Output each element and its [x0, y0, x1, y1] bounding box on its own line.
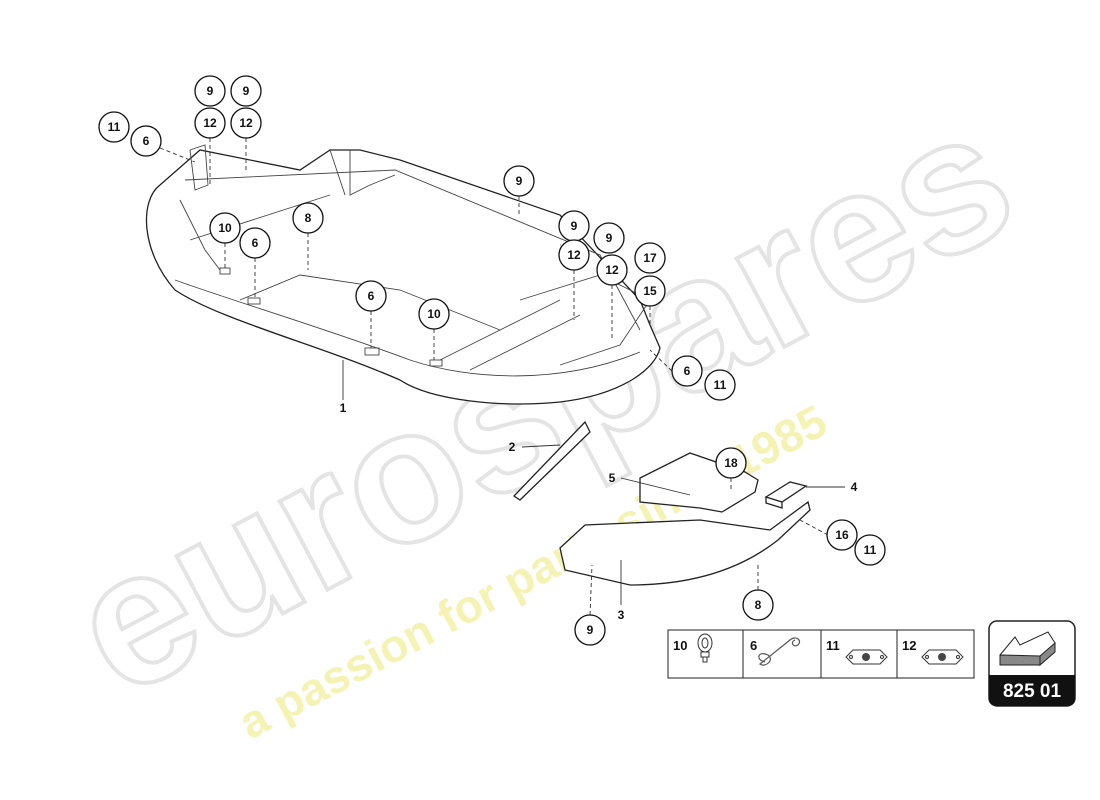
- part-label-5: 5: [609, 471, 616, 485]
- callout-16: 16: [826, 519, 858, 551]
- callout-number: 12: [239, 116, 253, 130]
- callout-8: 8: [292, 202, 324, 234]
- legend-item-10: 10: [673, 633, 713, 663]
- callout-number: 9: [207, 84, 214, 98]
- callout-17: 17: [634, 242, 666, 274]
- callout-number: 11: [714, 378, 727, 392]
- callout-number: 12: [203, 116, 217, 130]
- part-4-block: [764, 481, 808, 509]
- callout-number: 6: [143, 134, 150, 148]
- direction-arrow-icon: [999, 631, 1056, 667]
- callout-number: 12: [567, 248, 581, 262]
- callout-number: 6: [252, 236, 259, 250]
- svg-text:10: 10: [673, 638, 687, 653]
- callout-12: 12: [596, 254, 628, 286]
- callout-number: 6: [684, 364, 691, 378]
- callout-number: 16: [835, 528, 849, 542]
- callout-9: 9: [194, 75, 226, 107]
- callout-12: 12: [194, 107, 226, 139]
- callout-6: 6: [239, 227, 271, 259]
- callout-number: 9: [243, 84, 250, 98]
- callout-11: 11: [854, 534, 886, 566]
- legend-item-12: 12: [902, 638, 964, 665]
- part-label-4: 4: [851, 480, 858, 494]
- svg-text:12: 12: [902, 638, 916, 653]
- callout-number: 9: [606, 231, 613, 245]
- part-label-1: 1: [340, 401, 347, 415]
- callout-15: 15: [634, 275, 666, 307]
- underbody-panel: [145, 144, 661, 405]
- svg-text:6: 6: [750, 638, 757, 653]
- callout-number: 10: [218, 221, 232, 235]
- callout-number: 18: [724, 456, 738, 470]
- svg-text:11: 11: [826, 638, 840, 653]
- callout-number: 10: [427, 307, 441, 321]
- callout-11: 11: [704, 369, 736, 401]
- callout-8: 8: [742, 589, 774, 621]
- group-code: 825 01: [1003, 681, 1062, 702]
- part-label-3: 3: [618, 608, 625, 622]
- eye-bolt-icon: [697, 633, 713, 663]
- callout-number: 17: [643, 251, 657, 265]
- callout-9: 9: [593, 222, 625, 254]
- callout-number: 9: [571, 219, 578, 233]
- callout-number: 6: [368, 289, 375, 303]
- callout-number: 8: [755, 598, 762, 612]
- callout-6: 6: [355, 280, 387, 312]
- callout-6: 6: [130, 125, 162, 157]
- callout-9: 9: [230, 75, 262, 107]
- callout-10: 10: [209, 212, 241, 244]
- part-label-2: 2: [509, 440, 516, 454]
- nut-plate-icon: [921, 649, 964, 665]
- callout-9: 9: [503, 165, 535, 197]
- callout-number: 9: [587, 623, 594, 637]
- part-3-panel: [559, 500, 811, 586]
- callout-11: 11: [98, 111, 130, 143]
- callout-number: 15: [643, 284, 657, 298]
- callout-18: 18: [715, 447, 747, 479]
- legend-item-11: 11: [826, 638, 888, 665]
- group-code-badge: 825 01: [988, 620, 1076, 707]
- leader-lines: [159, 138, 845, 616]
- callout-9: 9: [574, 614, 606, 646]
- callout-10: 10: [418, 298, 450, 330]
- callout-number: 11: [864, 543, 877, 557]
- legend-item-6: 6: [750, 637, 801, 666]
- callout-12: 12: [230, 107, 262, 139]
- nut-plate-icon: [845, 649, 888, 665]
- spring-clip-icon: [758, 637, 801, 666]
- callout-number: 9: [516, 174, 523, 188]
- callout-number: 8: [305, 211, 312, 225]
- callout-12: 12: [558, 239, 590, 271]
- callout-9: 9: [558, 210, 590, 242]
- callout-number: 11: [108, 120, 121, 134]
- callout-number: 12: [605, 263, 619, 277]
- part-2-strip: [512, 420, 591, 501]
- callout-6: 6: [671, 355, 703, 387]
- fastener-legend: 10 6 11 12: [667, 629, 975, 679]
